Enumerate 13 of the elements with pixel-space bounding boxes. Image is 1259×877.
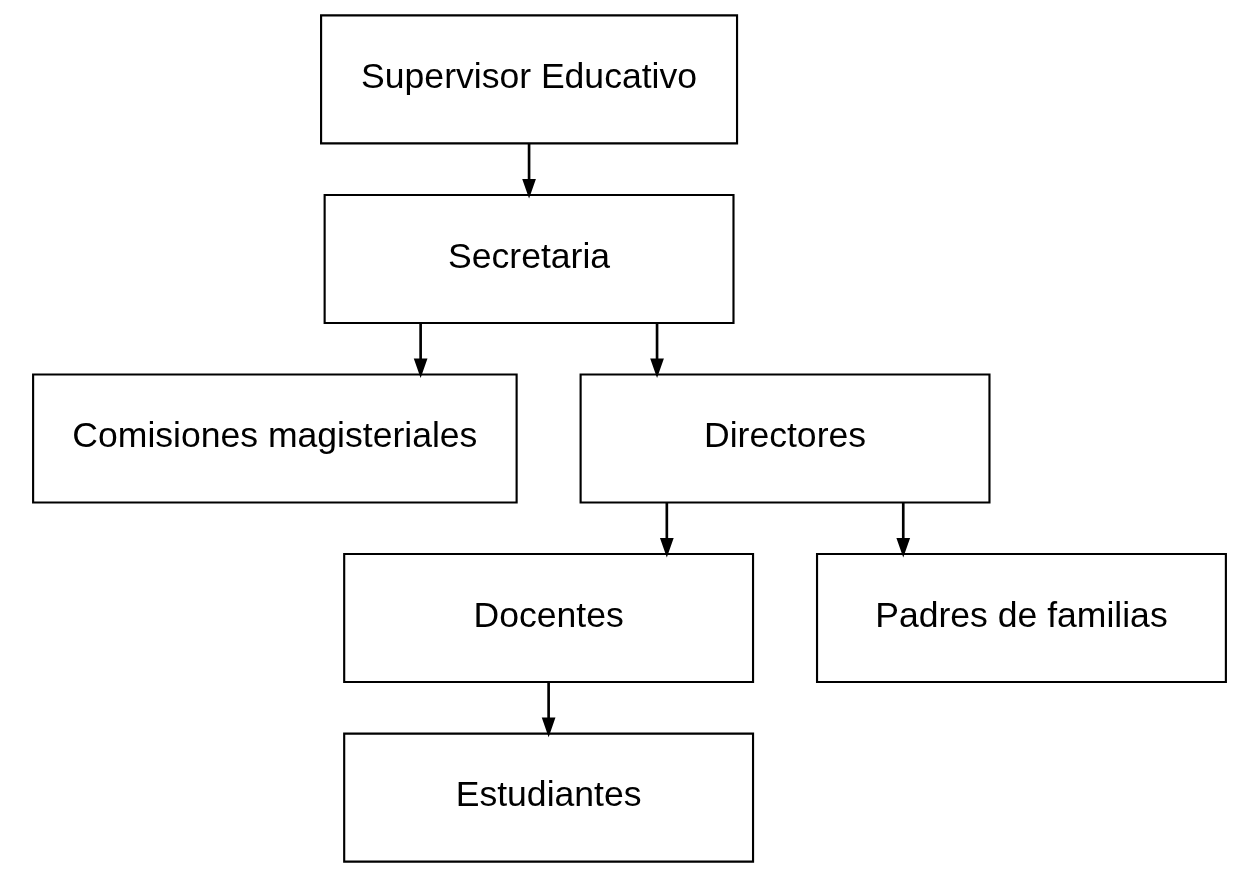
arrow xyxy=(896,502,911,558)
node-box: Secretaria xyxy=(323,193,735,325)
node-box: Comisiones magisteriales xyxy=(32,373,518,504)
arrow xyxy=(650,323,664,379)
arrow xyxy=(659,502,674,558)
arrow xyxy=(522,143,536,199)
node-box: Supervisor Educativo xyxy=(320,14,739,145)
arrow xyxy=(541,682,556,738)
node-box: Padres de familias xyxy=(815,552,1227,684)
arrow xyxy=(413,323,428,379)
node-box: Directores xyxy=(579,373,991,504)
node-box: Docentes xyxy=(343,552,755,684)
node-box: Estudiantes xyxy=(343,732,755,863)
